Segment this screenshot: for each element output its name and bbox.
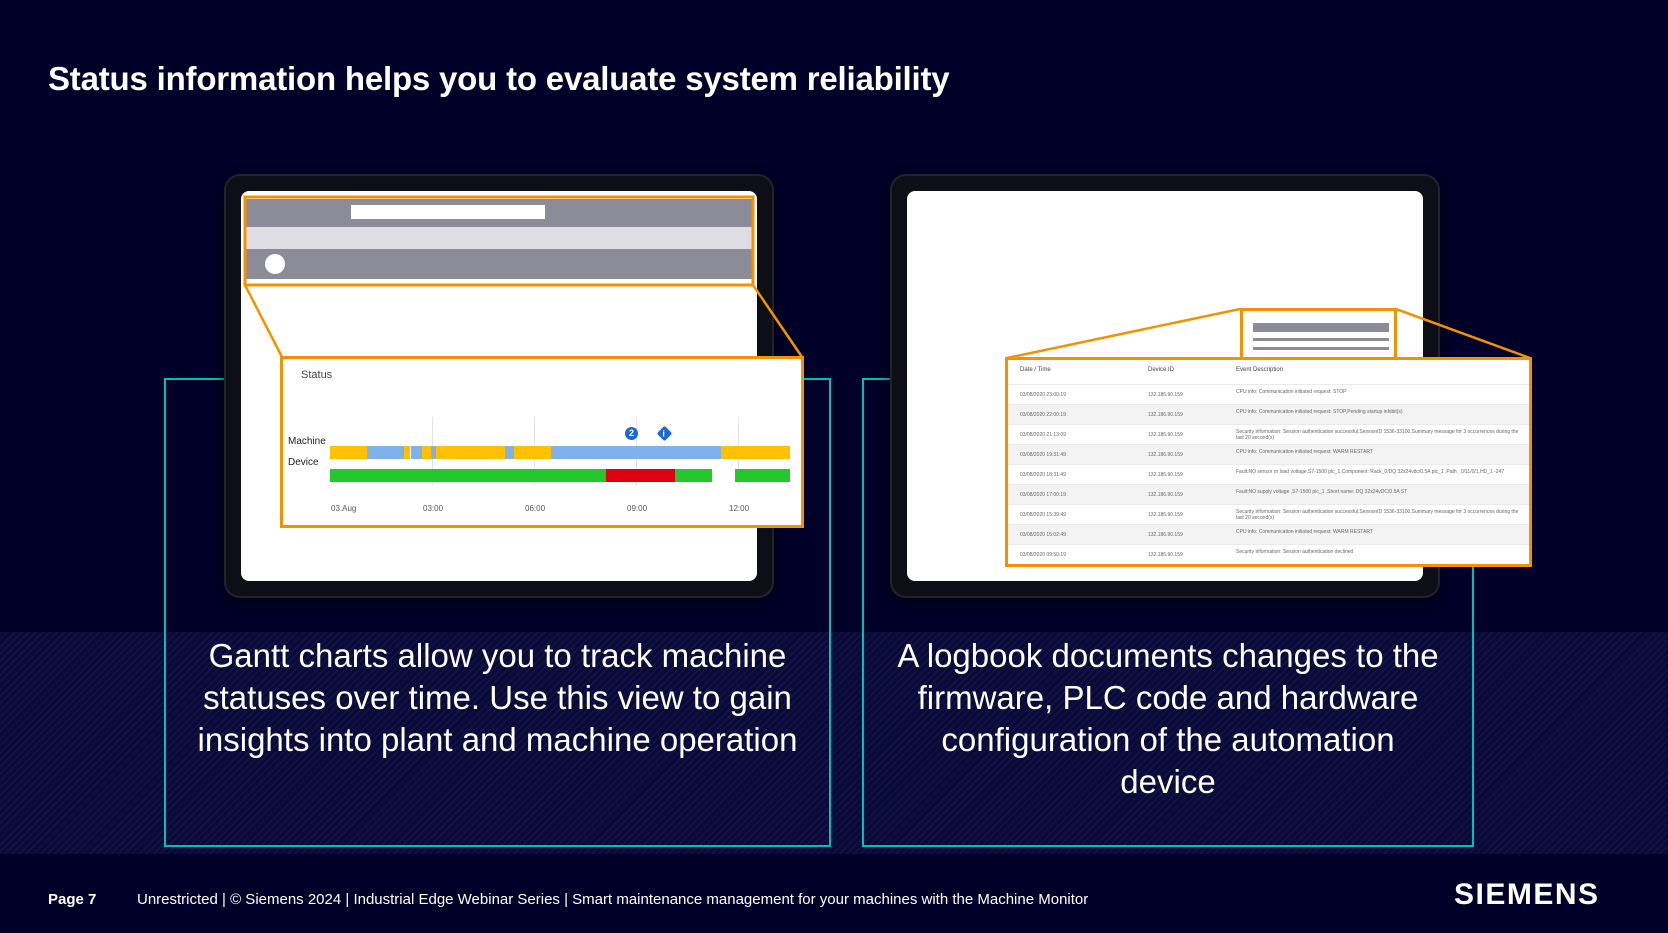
gantt-axis-label: 12:00 xyxy=(729,504,750,513)
logbook-table-panel: Date / Time Device ID Event Description … xyxy=(1005,357,1532,567)
cell-event-description: CPU info: Communication initiated reques… xyxy=(1236,409,1403,415)
cell-event-description: Fault:NO supply voltage ,S7-1500 plc_1 .… xyxy=(1236,489,1408,495)
cell-event-description: CPU info: Communication initiated reques… xyxy=(1236,449,1373,455)
cell-datetime: 03/08/2020 17:00:19 xyxy=(1020,492,1066,498)
left-caption: Gantt charts allow you to track machine … xyxy=(197,637,798,758)
device-status-segment[interactable] xyxy=(606,469,675,482)
table-row[interactable]: 03/08/2020 17:00:19 132.186.90.159 Fault:N… xyxy=(1008,484,1529,505)
app-title-placeholder xyxy=(351,205,545,219)
machine-status-segment[interactable] xyxy=(422,446,432,459)
footer-text: Unrestricted | © Siemens 2024 | Industri… xyxy=(137,891,1089,908)
cell-datetime: 03/08/2020 21:13:09 xyxy=(1020,432,1066,438)
gantt-row-label-machine: Machine xyxy=(288,436,326,447)
cell-datetime: 03/08/2020 19:31:49 xyxy=(1020,452,1066,458)
machine-status-segment[interactable] xyxy=(431,446,436,459)
device-status-segment[interactable] xyxy=(675,469,712,482)
table-row[interactable]: 03/08/2020 19:31:49 132.186.90.159 CPU inf… xyxy=(1008,444,1529,465)
siemens-logo: SIEMENS xyxy=(1454,878,1600,911)
machine-status-segment[interactable] xyxy=(514,446,551,459)
logbook-table-header: Date / Time Device ID Event Description xyxy=(1008,360,1529,384)
cell-event-description: Fault:NO sensor or load voltage,S7-1500 … xyxy=(1236,469,1505,475)
cell-event-description: CPU info: Communication initiated reques… xyxy=(1236,529,1373,535)
cell-datetime: 03/08/2020 23:00:19 xyxy=(1020,392,1066,398)
app-toolbar-bar xyxy=(245,249,753,279)
cell-device-id: 132.186.90.159 xyxy=(1148,512,1183,518)
cell-datetime: 03/08/2020 09:50:19 xyxy=(1020,552,1066,558)
table-row[interactable]: 03/08/2020 15:02:49 132.186.90.159 CPU inf… xyxy=(1008,524,1529,545)
app-tab-strip xyxy=(245,227,753,249)
cell-device-id: 132.186.90.159 xyxy=(1148,532,1183,538)
event-marker-count[interactable]: 2 xyxy=(625,427,638,440)
event-marker-info-label: i xyxy=(662,428,666,439)
device-status-segment[interactable] xyxy=(734,469,790,482)
machine-status-segment[interactable] xyxy=(410,446,422,459)
thumbnail-line xyxy=(1253,347,1389,350)
cell-datetime: 03/08/2020 15:39:49 xyxy=(1020,512,1066,518)
footer-page-number: Page 7 xyxy=(48,891,97,908)
column-header-event-description[interactable]: Event Description xyxy=(1236,367,1284,373)
table-row[interactable]: 03/08/2020 15:39:49 132.186.90.159 Securit… xyxy=(1008,504,1529,525)
cell-device-id: 132.186.90.159 xyxy=(1148,552,1183,558)
cell-device-id: 132.186.90.159 xyxy=(1148,472,1183,478)
table-row[interactable]: 03/08/2020 22:00:19 132.186.90.159 CPU inf… xyxy=(1008,404,1529,425)
table-row[interactable]: 03/08/2020 09:50:19 132.186.90.159 Securit… xyxy=(1008,544,1529,565)
thumbnail-header-line xyxy=(1253,323,1389,332)
gantt-chart-panel: Status Machine Device 2 i 03.Aug 03:00 0… xyxy=(280,356,804,528)
table-row[interactable]: 03/08/2020 18:31:49 132.186.90.159 Fault:N… xyxy=(1008,464,1529,485)
cell-device-id: 132.186.90.159 xyxy=(1148,432,1183,438)
gantt-axis-label: 03:00 xyxy=(423,504,444,513)
machine-status-segment[interactable] xyxy=(504,446,514,459)
table-row[interactable]: 03/08/2020 23:00:19 132.186.90.159 CPU inf… xyxy=(1008,384,1529,405)
table-row[interactable]: 03/08/2020 21:13:09 132.186.90.159 Securit… xyxy=(1008,424,1529,445)
thumbnail-line xyxy=(1253,338,1389,341)
cell-device-id: 132.186.90.159 xyxy=(1148,452,1183,458)
machine-status-segment[interactable] xyxy=(435,446,505,459)
logbook-thumbnail xyxy=(1240,308,1397,360)
machine-status-segment[interactable] xyxy=(550,446,721,459)
column-header-datetime[interactable]: Date / Time xyxy=(1020,367,1051,373)
caption-band xyxy=(0,632,1668,854)
cell-event-description: CPU info: Communication initiated reques… xyxy=(1236,389,1347,395)
gantt-axis-label: 09:00 xyxy=(627,504,648,513)
status-indicator-icon xyxy=(265,254,285,274)
event-marker-info-icon[interactable]: i xyxy=(656,425,673,442)
gantt-axis-label: 06:00 xyxy=(525,504,546,513)
cell-datetime: 03/08/2020 15:02:49 xyxy=(1020,532,1066,538)
slide-title: Status information helps you to evaluate… xyxy=(48,60,950,97)
cell-device-id: 132.186.90.159 xyxy=(1148,392,1183,398)
cell-datetime: 03/08/2020 18:31:49 xyxy=(1020,472,1066,478)
cell-event-description: Security information: Session authentica… xyxy=(1236,429,1519,441)
right-caption: A logbook documents changes to the firmw… xyxy=(897,637,1439,800)
cell-device-id: 132.186.90.159 xyxy=(1148,492,1183,498)
gantt-row-label-device: Device xyxy=(288,457,319,468)
machine-status-segment[interactable] xyxy=(366,446,404,459)
column-header-device-id[interactable]: Device ID xyxy=(1148,367,1175,373)
machine-status-segment[interactable] xyxy=(403,446,411,459)
cell-datetime: 03/08/2020 22:00:19 xyxy=(1020,412,1066,418)
gantt-axis-label: 03.Aug xyxy=(331,504,357,513)
device-status-segment[interactable] xyxy=(330,469,606,482)
gantt-panel-title: Status xyxy=(301,369,333,381)
cell-event-description: Security information: Session authentica… xyxy=(1236,509,1519,521)
cell-device-id: 132.186.90.159 xyxy=(1148,412,1183,418)
cell-event-description: Security information: Session authentica… xyxy=(1236,549,1354,555)
machine-status-segment[interactable] xyxy=(721,446,790,459)
machine-status-segment[interactable] xyxy=(330,446,367,459)
